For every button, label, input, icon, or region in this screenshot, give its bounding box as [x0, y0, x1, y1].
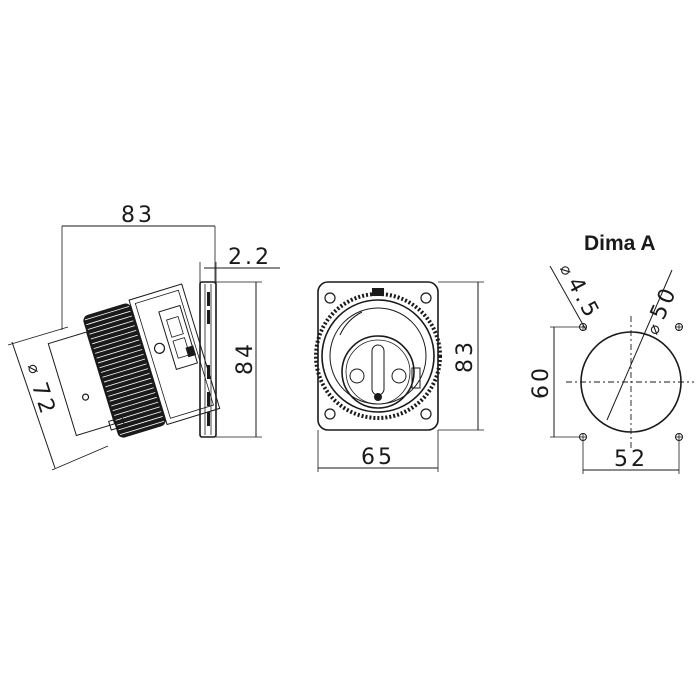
- mounting-hole: [675, 323, 683, 331]
- side-diameter-symbol: ⌀: [24, 361, 45, 376]
- knurl-line: [90, 325, 135, 340]
- knurl-line: [109, 387, 154, 402]
- knurl-line: [115, 406, 160, 421]
- front-width-label: 65: [361, 445, 395, 470]
- knurl-line: [106, 377, 151, 393]
- plate-thickness-label: 2.2: [228, 245, 272, 270]
- hole-spacing-horizontal-label: 52: [614, 447, 648, 472]
- knurl-line: [116, 411, 162, 426]
- cutout-circle: [580, 331, 682, 433]
- front-cap: [47, 331, 116, 437]
- hole-diameter-symbol: ⌀: [556, 261, 577, 279]
- knurl-line: [102, 363, 147, 378]
- knurl-line: [99, 353, 144, 369]
- knurl-line: [103, 368, 149, 383]
- knurl-line: [118, 416, 163, 431]
- socket-face: [341, 335, 415, 409]
- knurl-line: [89, 320, 134, 335]
- side-diameter-label: 72: [26, 379, 60, 419]
- knurl-line: [100, 358, 146, 373]
- knurl-line: [111, 392, 156, 407]
- mounting-hole: [675, 433, 683, 441]
- knurl-line: [84, 306, 130, 321]
- knurl-line: [93, 334, 138, 349]
- knurl-line: [97, 349, 143, 364]
- side-view: 83 2.2 84 ⌀ 72: [7, 203, 280, 471]
- front-height-label: 83: [453, 339, 478, 373]
- knurl-line: [105, 373, 150, 388]
- knurl-line: [87, 315, 132, 330]
- mounting-hole: [579, 433, 587, 441]
- side-height-label: 84: [233, 341, 258, 375]
- knurl-line: [95, 339, 140, 354]
- cutout-view: Dima A ⌀ 4.5: [529, 232, 694, 474]
- earth-pin: [371, 344, 385, 396]
- cutout-title: Dima A: [584, 232, 656, 255]
- knurl-line: [119, 420, 165, 436]
- side-width-label: 83: [121, 203, 155, 228]
- hole-spacing-vertical-label: 60: [529, 365, 554, 399]
- knurl-line: [96, 344, 141, 359]
- front-knurled-ring: [314, 292, 442, 420]
- knurl-line: [92, 329, 137, 345]
- knurl-line: [86, 310, 131, 326]
- mounting-plate: [199, 281, 217, 438]
- knurl-line: [114, 401, 159, 416]
- front-view: 83 65: [314, 281, 484, 472]
- knurl-line: [112, 396, 157, 412]
- knurl-line: [108, 382, 153, 397]
